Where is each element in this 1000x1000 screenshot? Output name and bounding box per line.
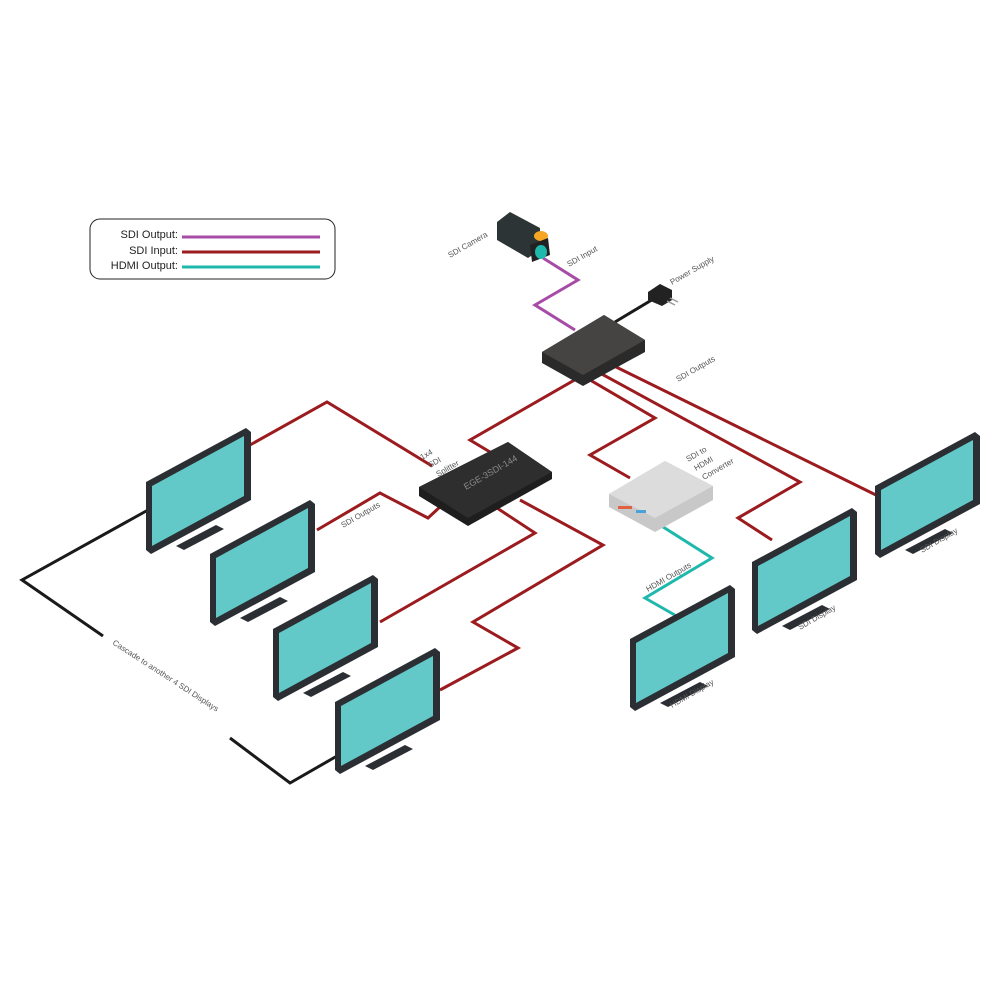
cascade-label: Cascade to another 4 SDI Displays <box>111 638 220 713</box>
legend-sdi-input-label: SDI Input: <box>129 245 178 257</box>
sdi-wire-hub-display-2 <box>597 370 804 542</box>
sdi-hub-device <box>542 315 645 386</box>
splitter-device: EGE-3SDI-144 <box>419 442 552 526</box>
hdmi-output-wire <box>642 523 715 620</box>
sdi-wire-hub-converter <box>586 378 659 480</box>
sdi-wire-hub-splitter <box>467 376 579 457</box>
hdmi-outputs-label: HDMI Outputs <box>645 561 693 594</box>
sdi-monitor-1 <box>146 428 251 554</box>
hdmi-converter-device <box>609 461 713 532</box>
sdi-camera <box>497 212 550 262</box>
cascade-wire-lower <box>229 736 338 785</box>
sdi-wire-monitor-1 <box>249 400 433 468</box>
sdi-wire-monitor-4 <box>439 498 607 692</box>
cascade-wire-upper <box>19 508 149 638</box>
sdi-wire-hub-display-1 <box>605 360 881 499</box>
sdi-monitor-2 <box>210 500 315 626</box>
sdi-display-2 <box>752 508 857 634</box>
legend-sdi-output-label: SDI Output: <box>121 229 178 241</box>
sdi-wire-monitor-2 <box>316 491 444 532</box>
legend: SDI Output: SDI Input: HDMI Output: <box>89 218 336 280</box>
sdi-monitor-4 <box>335 648 440 774</box>
wires <box>19 256 881 785</box>
sdi-monitor-3 <box>273 575 378 701</box>
sdi-wire-monitor-3 <box>379 506 538 624</box>
power-cable <box>614 296 656 324</box>
camera-label: SDI Camera <box>447 230 490 260</box>
sdi-display-1 <box>875 432 980 558</box>
hdmi-display <box>630 585 735 711</box>
power-supply-label: Power Supply <box>669 254 716 286</box>
sdi-input-label: SDI Input <box>566 244 600 269</box>
hub-outputs-label: SDI Outputs <box>675 354 717 384</box>
sdi-output-wire-camera <box>532 256 581 332</box>
power-supply <box>648 284 679 306</box>
legend-hdmi-output-label: HDMI Output: <box>111 260 178 272</box>
